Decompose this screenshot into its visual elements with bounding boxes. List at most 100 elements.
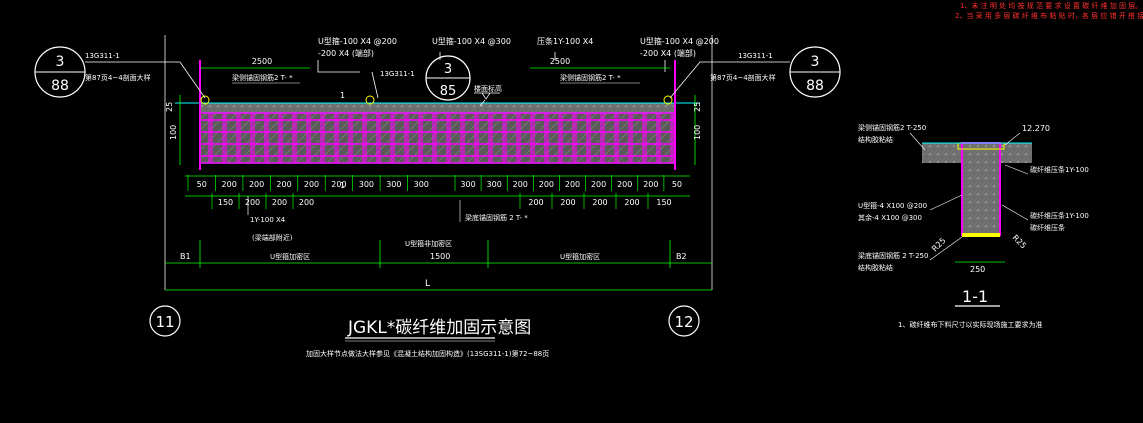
section-bottom-label: 梁底锚固钢筋 2 T-250	[858, 251, 928, 260]
spacing-label: 200	[617, 180, 632, 189]
spacing-label: 200	[528, 198, 543, 207]
spacing-label: 50	[197, 180, 207, 189]
strip-label: 1Y-100 X4	[250, 216, 286, 224]
ref-right-b: 第87页4~4剖面大样	[710, 73, 776, 82]
cfrp-strip	[614, 113, 619, 163]
section-bottom-label-b: 结构胶粘结	[858, 263, 893, 272]
cfrp-strip	[236, 113, 241, 163]
anchor-label-left: 梁侧锚固钢筋2 T- *	[232, 73, 293, 82]
cfrp-strip	[320, 113, 325, 163]
cfrp-strip	[404, 113, 409, 163]
spacing-label: 200	[539, 180, 554, 189]
cfrp-strip	[488, 113, 493, 163]
dim-2500-right: 2500	[550, 57, 570, 66]
spacing-label: 300	[386, 180, 401, 189]
detail-circle-mid: 3 85	[425, 55, 471, 101]
u-hoop-2: U型箍-100 X4 @300	[432, 36, 511, 46]
svg-text:85: 85	[440, 84, 457, 99]
ref-left-a: 13G311-1	[85, 52, 120, 60]
svg-text:12: 12	[674, 313, 693, 331]
cfrp-strip	[250, 113, 255, 163]
section-r25b: R25	[1011, 233, 1029, 251]
cfrp-strip	[586, 113, 591, 163]
drawing-title: JGKL*碳纤维加固示意图	[347, 318, 531, 338]
section-right-2b: 碳纤维压条	[1030, 223, 1065, 232]
u-hoop-1: U型箍-100 X4 @200	[318, 36, 397, 46]
cfrp-strip	[530, 113, 535, 163]
spacing-label: 150	[656, 198, 671, 207]
section-r25a: R25	[930, 236, 948, 254]
strip-label-b: (梁端部附近)	[252, 233, 293, 242]
zone-mid: U型箍非加密区	[405, 239, 452, 248]
spacing-label: 50	[672, 180, 682, 189]
section-top-label-b: 结构胶粘结	[858, 135, 893, 144]
section-name: 1-1	[962, 287, 988, 306]
spacing-label: 300	[414, 180, 429, 189]
cfrp-strip	[334, 113, 339, 163]
spacing-label: 200	[299, 198, 314, 207]
cfrp-strip	[544, 113, 549, 163]
cfrp-strip	[306, 113, 311, 163]
section-beam	[962, 143, 1000, 235]
section-mark-1a: 1	[340, 91, 345, 100]
bottom-anchor: 梁底锚固钢筋 2 T- *	[465, 213, 528, 222]
cfrp-strip	[502, 113, 507, 163]
dim-25-left: 25	[165, 102, 174, 112]
section-right-1: 碳纤维压条1Y-100	[1030, 165, 1089, 174]
dim-1500: 1500	[430, 252, 450, 261]
anchor-circle-right	[663, 95, 673, 105]
zone-right: U型箍加密区	[560, 252, 600, 261]
cfrp-strip	[208, 113, 213, 163]
axis-11: 11	[149, 305, 181, 337]
top-note-1: 1、未 注 明 处 均 按 规 范 要 求 设 置 碳 纤 维 加 固 层。	[960, 1, 1142, 10]
spacing-label: 200	[245, 198, 260, 207]
section-note: 1、碳纤维布下料尺寸以实际现场施工要求为准	[898, 320, 1042, 329]
ref-left-b: 第87页4~4剖面大样	[85, 73, 151, 82]
spacing-label: 300	[487, 180, 502, 189]
slab-top	[200, 103, 675, 113]
section-right-2: 碳纤维压条1Y-100	[1030, 211, 1089, 220]
svg-text:3: 3	[56, 54, 65, 70]
u-hoop-3: U型箍-100 X4 @200	[640, 36, 719, 46]
u-hoop-3b: -200 X4 (端部)	[640, 48, 696, 58]
anchor-circle-left	[200, 95, 210, 105]
cfrp-strip	[670, 113, 675, 163]
cfrp-strip	[376, 113, 381, 163]
spacing-label: 200	[592, 198, 607, 207]
top-note-2: 2、当 采 用 多 层 碳 纤 维 布 粘 贴 时，各 层 应 错 开 搭 接 …	[955, 11, 1143, 20]
anchor-label-right: 梁侧锚固钢筋2 T- *	[560, 73, 621, 82]
section-top-label: 梁侧锚固钢筋2 T-250	[858, 123, 926, 132]
span-L: L	[425, 279, 430, 289]
cfrp-strip	[572, 113, 577, 163]
spacing-label: 200	[304, 180, 319, 189]
section-mark-1b: 1	[340, 181, 345, 190]
spacing-label: 200	[249, 180, 264, 189]
cfrp-strip	[474, 113, 479, 163]
detail-circle-right: 3 88	[789, 46, 841, 98]
spacing-bottom-left-labels: 150 200 200 200	[211, 193, 314, 209]
spacing-label: 200	[513, 180, 528, 189]
spacing-label: 200	[272, 198, 287, 207]
spacing-label: 300	[460, 180, 475, 189]
u-hoop-1b: -200 X4 (端部)	[318, 48, 374, 58]
cfrp-strip	[432, 113, 437, 163]
svg-text:88: 88	[51, 78, 69, 94]
detail-circle-left: 3 88	[34, 46, 86, 98]
cfrp-strip	[362, 113, 367, 163]
spacing-label: 200	[276, 180, 291, 189]
cfrp-strip	[516, 113, 521, 163]
spacing-label: 200	[624, 198, 639, 207]
cfrp-strip	[446, 113, 451, 163]
spacing-label: 200	[331, 180, 346, 189]
svg-text:11: 11	[155, 313, 174, 331]
dim-2500-left: 2500	[252, 57, 272, 66]
cfrp-strip	[390, 113, 395, 163]
ref-right-a: 13G311-1	[738, 52, 773, 60]
spacing-label: 150	[218, 198, 233, 207]
cfrp-strip-grid	[200, 113, 675, 163]
section-elev: 12.270	[1022, 124, 1050, 133]
